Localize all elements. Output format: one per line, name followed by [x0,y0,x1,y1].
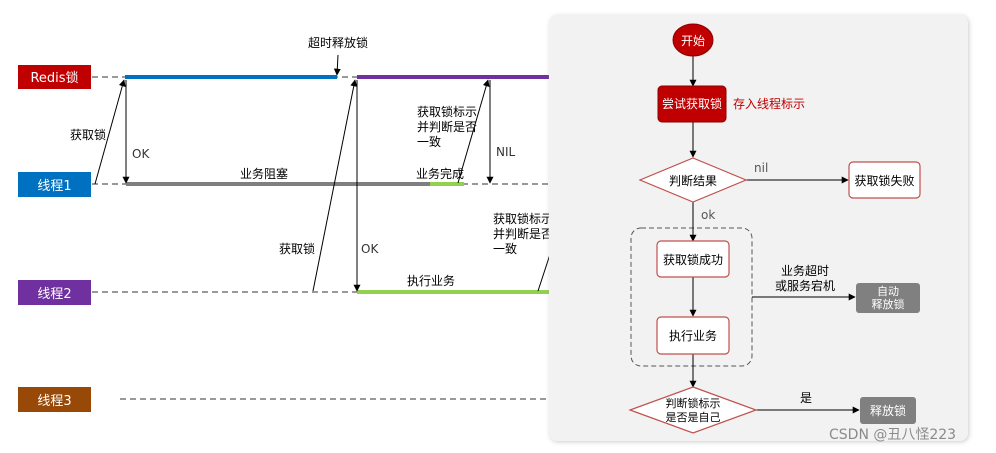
lane-thread2-box [18,280,91,305]
acquire-failed-node [848,161,921,199]
arrow-t1-check [457,79,490,184]
try-acquire-node [657,85,727,123]
lane-redis: Redis锁 [18,65,91,89]
auto-release-line-2: 释放锁 [872,297,905,311]
redis-thread1-lock-bar [125,75,337,79]
t2-check-label: 获取锁标示 并判断是否 一致 [493,211,553,256]
lane-thread1-label: 线程1 [37,179,71,194]
lane-redis-label: Redis锁 [30,70,78,86]
t2-check-line-3: 一致 [493,242,517,256]
acquire-success-label: 获取锁成功 [663,252,723,267]
flowchart-panel [549,15,968,441]
acquire-failed-label: 获取锁失败 [854,173,914,188]
t2-acquire-label: 获取锁 [279,241,315,256]
business-done-bar [430,182,464,186]
auto-release-node [856,283,920,313]
business-done-label: 业务完成 [416,166,464,181]
critical-section-group [630,227,753,367]
t2-ok-label: OK [361,242,379,256]
timeout-note-line-1: 业务超时 [781,263,829,278]
try-acquire-label: 尝试获取锁 [662,96,722,111]
t1-check-line-2: 并判断是否 [417,119,477,134]
t1-check-line-1: 获取锁标示 [417,104,477,119]
judge-result-node [638,157,748,203]
lane-thread3-box [18,387,91,412]
judge-owner-line-2: 是否是自己 [666,411,721,424]
business-blocked-bar [126,182,432,186]
arrow-timeout-release [333,54,341,76]
redis-thread2-lock-bar [357,75,557,79]
execute-business-bar [357,290,557,294]
business-blocked-label: 业务阻塞 [240,166,288,181]
lane-thread3: 线程3 [18,387,91,412]
acquire-success-node [656,240,730,278]
start-label: 开始 [681,34,705,48]
t2-check-line-1: 获取锁标示 [493,211,553,226]
t2-check-line-2: 并判断是否 [493,226,553,241]
judge-result-label: 判断结果 [669,173,717,188]
t1-check-label: 获取锁标示 并判断是否 一致 [417,104,477,149]
judge-owner-line-1: 判断锁标示 [666,396,721,410]
nil-edge-label: nil [754,161,768,175]
release-lock-node [860,397,916,424]
ok-edge-label: ok [701,208,715,222]
execute-business-label: 执行业务 [669,328,717,343]
release-lock-label: 释放锁 [870,403,906,418]
lane-thread2-label: 线程2 [37,287,71,302]
watermark: CSDN @丑八怪223 [829,427,957,443]
t1-check-line-3: 一致 [417,135,441,149]
execute-business-label: 执行业务 [407,273,455,288]
lane-redis-box [18,65,91,89]
lane-thread3-label: 线程3 [37,394,71,409]
t1-acquire-label: 获取锁 [70,127,106,142]
auto-release-line-1: 自动 [877,285,899,298]
judge-owner-node [628,386,758,434]
execute-business-node [656,316,730,355]
timeout-release-label: 超时释放锁 [308,35,368,50]
lane-thread1-box [18,172,91,197]
timeout-note-line-2: 或服务宕机 [775,278,835,293]
lane-thread2: 线程2 [18,280,91,305]
t1-ok-label: OK [132,147,150,161]
lane-thread1: 线程1 [18,172,91,197]
start-node [672,23,714,57]
nil-label: NIL [496,145,516,159]
yes-edge-label: 是 [800,391,812,405]
store-thread-id-label: 存入线程标示 [733,96,805,111]
arrow-t2-acquire [312,79,358,292]
arrow-t1-acquire [94,79,126,185]
